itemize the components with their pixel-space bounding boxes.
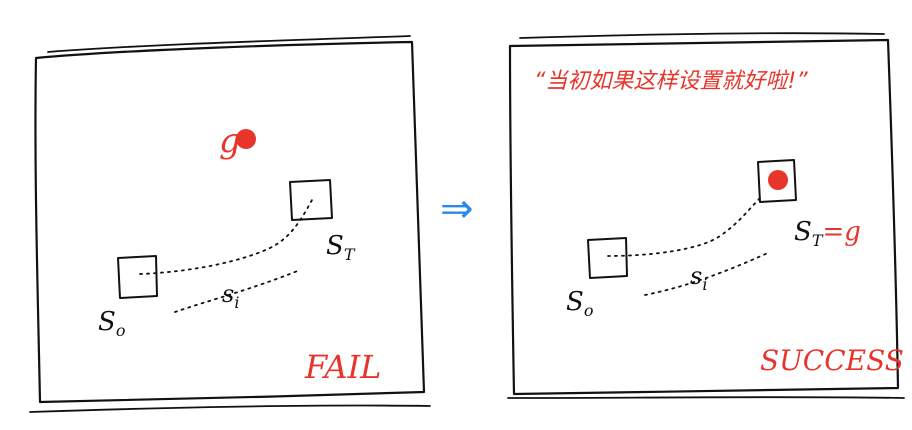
- left-panel: g ST So si FAIL: [29, 35, 431, 413]
- right-trajectory-upper: [607, 195, 763, 257]
- right-terminal-label: ST=g: [794, 217, 861, 250]
- left-goal-dot: [236, 129, 256, 149]
- right-mid-label: si: [690, 262, 707, 294]
- right-trajectory-lower: [644, 251, 771, 296]
- left-terminal-label: ST: [326, 231, 356, 264]
- left-terminal-box: [289, 179, 333, 221]
- left-start-label: So: [98, 307, 125, 340]
- right-panel: “当初如果这样设置就好啦!” ST=g So si SUCCESS: [507, 32, 905, 399]
- left-panel-frame-top-stroke: [47, 35, 411, 53]
- left-mid-label: si: [222, 280, 239, 312]
- left-panel-frame-bottom-stroke: [29, 404, 431, 413]
- left-goal-label: g: [219, 121, 241, 161]
- left-trajectory-lower: [174, 269, 301, 313]
- right-panel-frame-top-stroke: [519, 32, 885, 39]
- right-quote-text: “当初如果这样设置就好啦!”: [534, 69, 808, 94]
- left-trajectory-upper: [139, 199, 313, 275]
- left-panel-frame: [34, 40, 426, 404]
- right-start-label: So: [566, 287, 593, 320]
- right-start-box: [587, 237, 628, 279]
- transition-arrow-icon: ⇒: [440, 186, 474, 232]
- right-goal-dot: [768, 170, 788, 190]
- left-result-label: FAIL: [304, 348, 381, 386]
- right-result-label: SUCCESS: [760, 344, 904, 377]
- right-panel-frame: [508, 38, 900, 396]
- left-start-box: [117, 255, 158, 299]
- right-terminal-box: [757, 159, 797, 203]
- right-panel-frame-bottom-stroke: [507, 396, 905, 399]
